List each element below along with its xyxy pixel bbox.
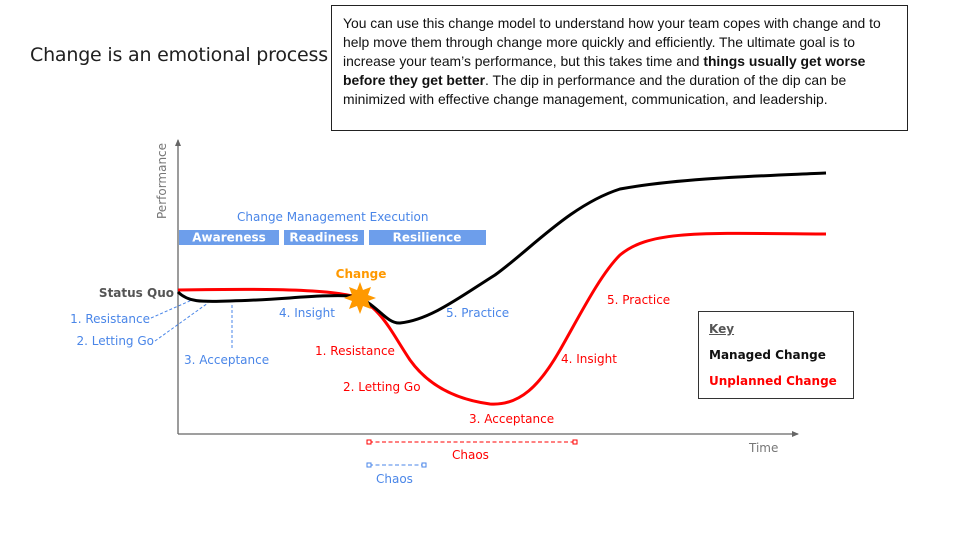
phase-bar-resilience (369, 230, 486, 245)
info-text-box: You can use this change model to underst… (331, 5, 908, 131)
managed-chaos-label: Chaos (376, 472, 413, 486)
unplanned-change-curve (177, 231, 827, 406)
phase-bar-readiness (284, 230, 364, 245)
managed-stage-resistance: 1. Resistance (70, 312, 150, 326)
info-text-emphasis: things usually get worse before they get… (343, 53, 866, 88)
unplanned-chaos-end-handle (572, 439, 578, 445)
phase-label-readiness: Readiness (289, 231, 358, 245)
unplanned-stage-letting-go: 2. Letting Go (343, 380, 421, 394)
change-star-icon (344, 282, 376, 314)
unplanned-chaos-start-handle (366, 439, 372, 445)
legend-item-managed-change: Managed Change (709, 348, 826, 362)
unplanned-stage-acceptance: 3. Acceptance (469, 412, 554, 426)
phase-label-awareness: Awareness (192, 231, 266, 245)
managed-chaos-start-handle (366, 462, 372, 468)
leader-letting-go (154, 302, 209, 342)
unplanned-stage-practice: 5. Practice (607, 293, 670, 307)
phase-bar-awareness (179, 230, 279, 245)
legend-title: Key (709, 322, 735, 336)
legend-item-unplanned-change: Unplanned Change (709, 374, 837, 388)
x-axis-label: Time (748, 441, 778, 455)
info-text-intro: You can use this change model to underst… (343, 15, 881, 69)
change-event-label: Change (336, 267, 387, 281)
managed-stage-letting-go: 2. Letting Go (76, 334, 154, 348)
leader-resistance (150, 299, 193, 319)
managed-change-curve (176, 171, 827, 325)
managed-stage-practice: 5. Practice (446, 306, 509, 320)
info-text-outro: . The dip in performance and the duratio… (343, 72, 847, 107)
y-axis-label: Performance (155, 143, 169, 219)
status-quo-label: Status Quo (99, 286, 174, 300)
slide-title: Change is an emotional process (30, 44, 328, 66)
change-management-heading: Change Management Execution (237, 210, 429, 224)
unplanned-stage-resistance: 1. Resistance (315, 344, 395, 358)
phase-label-resilience: Resilience (393, 231, 462, 245)
legend-key: Key Managed Change Unplanned Change (698, 311, 854, 399)
unplanned-stage-insight: 4. Insight (561, 352, 617, 366)
managed-stage-acceptance: 3. Acceptance (184, 353, 269, 367)
unplanned-chaos-label: Chaos (452, 448, 489, 462)
managed-stage-insight: 4. Insight (279, 306, 335, 320)
managed-chaos-end-handle (421, 462, 427, 468)
